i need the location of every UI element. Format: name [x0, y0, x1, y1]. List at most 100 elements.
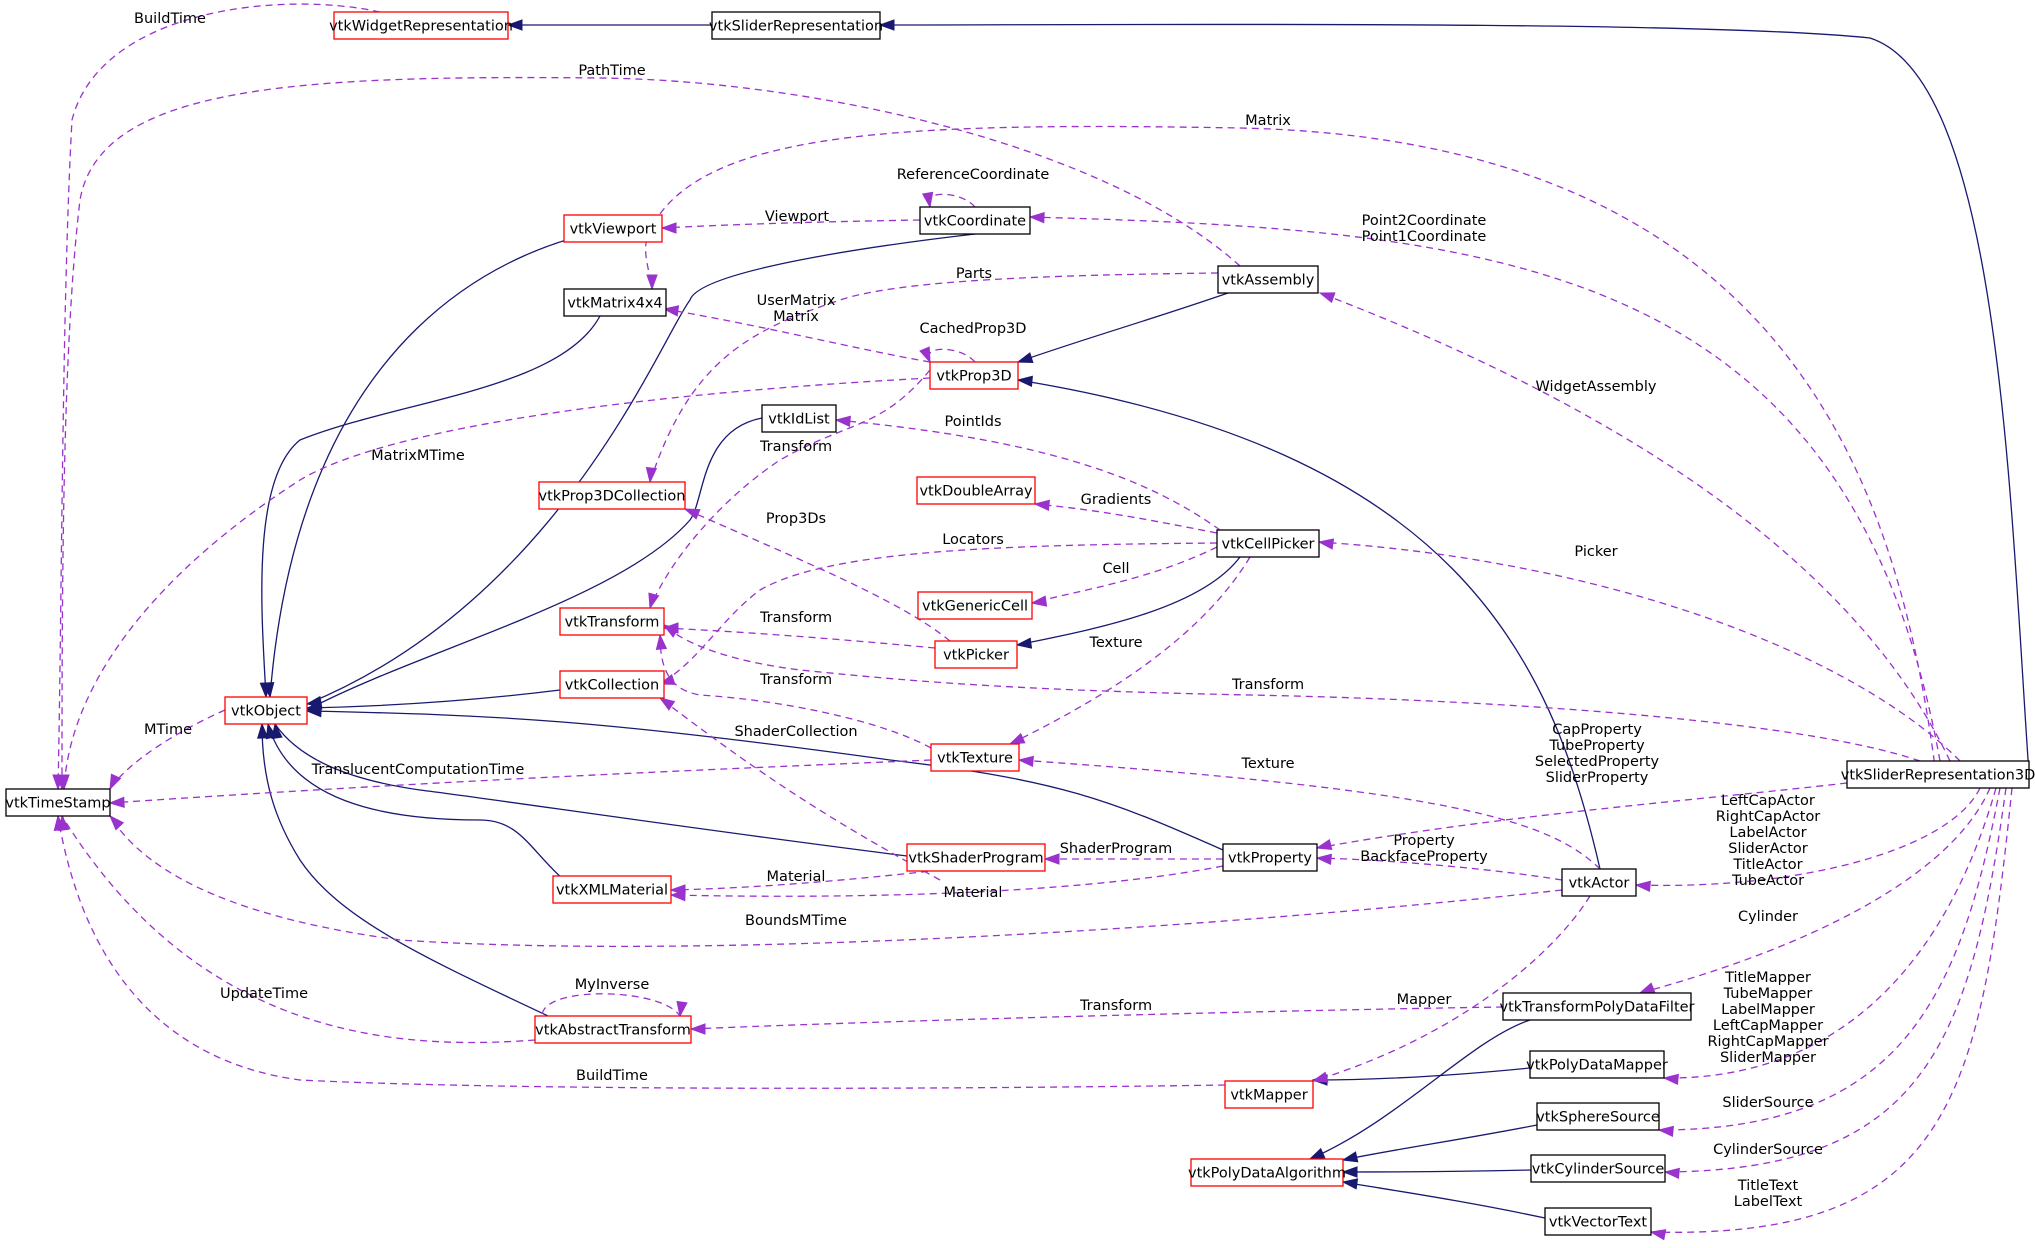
- usage-arrowhead: [660, 222, 677, 234]
- inheritance-edge: [306, 417, 763, 711]
- usage-arrowhead: [676, 1000, 688, 1018]
- class-node-vtkassembly[interactable]: vtkAssembly: [1217, 265, 1319, 294]
- class-node-vtkpolydatamapper[interactable]: vtkPolyDataMapper: [1526, 1050, 1668, 1079]
- class-box: [1544, 1207, 1652, 1236]
- class-box: [333, 11, 509, 40]
- class-box: [1530, 1154, 1666, 1183]
- class-node-vtktransform[interactable]: vtkTransform: [559, 607, 665, 636]
- usage-edge: [670, 865, 1224, 897]
- usage-arrowhead: [689, 1023, 706, 1035]
- class-box: [538, 481, 686, 510]
- usage-arrowhead: [1318, 292, 1336, 304]
- class-node-vtkmapper[interactable]: vtkMapper: [1224, 1080, 1314, 1109]
- usage-edge: [57, 815, 1226, 1089]
- class-node-vtkviewport[interactable]: vtkViewport: [563, 214, 663, 243]
- class-node-vtkprop3d[interactable]: vtkProp3D: [929, 361, 1019, 390]
- class-label: vtkShaderProgram: [908, 851, 1043, 867]
- usage-edge: [1319, 292, 1951, 762]
- class-node-vtkcylindersource[interactable]: vtkCylinderSource: [1530, 1154, 1666, 1183]
- class-label: vtkAbstractTransform: [535, 1023, 691, 1039]
- usage-arrowhead: [1008, 732, 1026, 745]
- class-label: vtkProp3DCollection: [539, 489, 686, 505]
- usage-arrowhead: [1315, 838, 1333, 851]
- class-node-vtkvectortext[interactable]: vtkVectorText: [1544, 1207, 1652, 1236]
- usage-edge: [663, 627, 936, 649]
- usage-edge: [541, 993, 681, 1026]
- class-node-vtkwidgetrepresentation[interactable]: vtkWidgetRepresentation: [329, 11, 513, 40]
- class-node-vtkobject[interactable]: vtkObject: [224, 696, 308, 725]
- class-box: [563, 214, 663, 243]
- inheritance-edge: [1309, 1019, 1531, 1160]
- usage-arrowhead: [1317, 538, 1335, 550]
- edge-label: Transform: [759, 610, 832, 626]
- class-node-vtkprop3dcollection[interactable]: vtkProp3DCollection: [538, 481, 686, 510]
- class-node-vtkpicker[interactable]: vtkPicker: [934, 640, 1018, 669]
- class-node-vtkactor[interactable]: vtkActor: [1561, 868, 1637, 897]
- diagram-edge-labels: BuildTimePathTimeMatrixReferenceCoordina…: [134, 11, 1829, 1210]
- class-label: vtkPolyDataAlgorithm: [1188, 1166, 1346, 1182]
- usage-arrowhead: [648, 592, 660, 610]
- inheritance-arrowhead: [1015, 637, 1033, 649]
- class-node-vtkcollection[interactable]: vtkCollection: [559, 670, 665, 699]
- class-label: vtkWidgetRepresentation: [329, 19, 513, 35]
- class-box: [224, 696, 308, 725]
- class-node-vtkproperty[interactable]: vtkProperty: [1222, 843, 1318, 872]
- class-box: [1846, 760, 2030, 789]
- edge-label: PointIds: [944, 414, 1001, 430]
- usage-edge: [109, 815, 1563, 948]
- usage-edge: [1031, 546, 1218, 604]
- class-box: [930, 743, 1020, 772]
- class-node-vtkcellpicker[interactable]: vtkCellPicker: [1216, 529, 1320, 558]
- edge-label: LeftCapMapper: [1713, 1018, 1823, 1034]
- usage-edge: [1034, 503, 1218, 534]
- class-node-vtkspheresource[interactable]: vtkSphereSource: [1536, 1102, 1660, 1131]
- usage-edge: [61, 76, 1241, 790]
- class-node-vtkgenericcell[interactable]: vtkGenericCell: [917, 591, 1033, 620]
- class-node-vtkxmlmaterial[interactable]: vtkXMLMaterial: [552, 875, 672, 904]
- class-box: [1216, 529, 1320, 558]
- class-node-vtksliderrepresentation[interactable]: vtkSliderRepresentation: [709, 11, 883, 40]
- edge-label: ReferenceCoordinate: [897, 167, 1050, 183]
- class-label: vtkMatrix4x4: [567, 296, 662, 312]
- class-node-vtkcoordinate[interactable]: vtkCoordinate: [919, 206, 1031, 235]
- edge-label: UserMatrix: [757, 293, 836, 309]
- class-label: vtkSliderRepresentation3D: [1841, 768, 2035, 784]
- inheritance-edge: [306, 233, 976, 705]
- class-node-vtkidlist[interactable]: vtkIdList: [761, 404, 837, 433]
- edge-label: LabelText: [1734, 1194, 1803, 1210]
- usage-edge: [1658, 787, 2001, 1131]
- class-node-vtktexture[interactable]: vtkTexture: [930, 743, 1020, 772]
- class-box: [917, 591, 1033, 620]
- class-node-vtkabstracttransform[interactable]: vtkAbstractTransform: [534, 1015, 692, 1044]
- edge-label: BuildTime: [576, 1068, 648, 1084]
- usage-edge: [663, 624, 1921, 762]
- usage-arrowhead: [1657, 1125, 1674, 1138]
- class-node-vtktimestamp[interactable]: vtkTimeStamp: [5, 788, 111, 817]
- usage-edge: [109, 759, 932, 804]
- inheritance-arrowhead: [1016, 375, 1033, 387]
- class-box: [1217, 265, 1319, 294]
- inheritance-edge: [267, 723, 565, 881]
- class-node-vtkdoublearray[interactable]: vtkDoubleArray: [916, 476, 1036, 505]
- class-label: vtkVectorText: [1549, 1215, 1648, 1231]
- class-node-vtkmatrix4x4[interactable]: vtkMatrix4x4: [563, 288, 667, 317]
- inheritance-arrowhead: [1341, 1166, 1358, 1178]
- edge-label: RightCapMapper: [1707, 1034, 1828, 1050]
- usage-arrowhead: [109, 773, 122, 791]
- usage-edge: [1650, 787, 2013, 1233]
- class-node-vtkpolydataalgorithm[interactable]: vtkPolyDataAlgorithm: [1188, 1158, 1346, 1187]
- edge-label: Transform: [1231, 677, 1304, 693]
- class-node-vtktransformpolydatafilter[interactable]: vtkTransformPolyDataFilter: [1499, 992, 1695, 1021]
- edge-label: SliderMapper: [1720, 1050, 1816, 1066]
- class-box: [534, 1015, 692, 1044]
- inheritance-arrowhead: [878, 19, 895, 31]
- usage-arrowhead: [1662, 1073, 1679, 1086]
- edge-label: Viewport: [765, 209, 829, 225]
- class-node-vtksliderrepresentation3d[interactable]: vtkSliderRepresentation3D: [1841, 760, 2035, 789]
- usage-arrowhead: [834, 415, 851, 427]
- edge-label: TranslucentComputationTime: [311, 762, 525, 778]
- edge-label: MyInverse: [575, 977, 650, 993]
- class-node-vtkshaderprogram[interactable]: vtkShaderProgram: [906, 843, 1046, 872]
- class-box: [761, 404, 837, 433]
